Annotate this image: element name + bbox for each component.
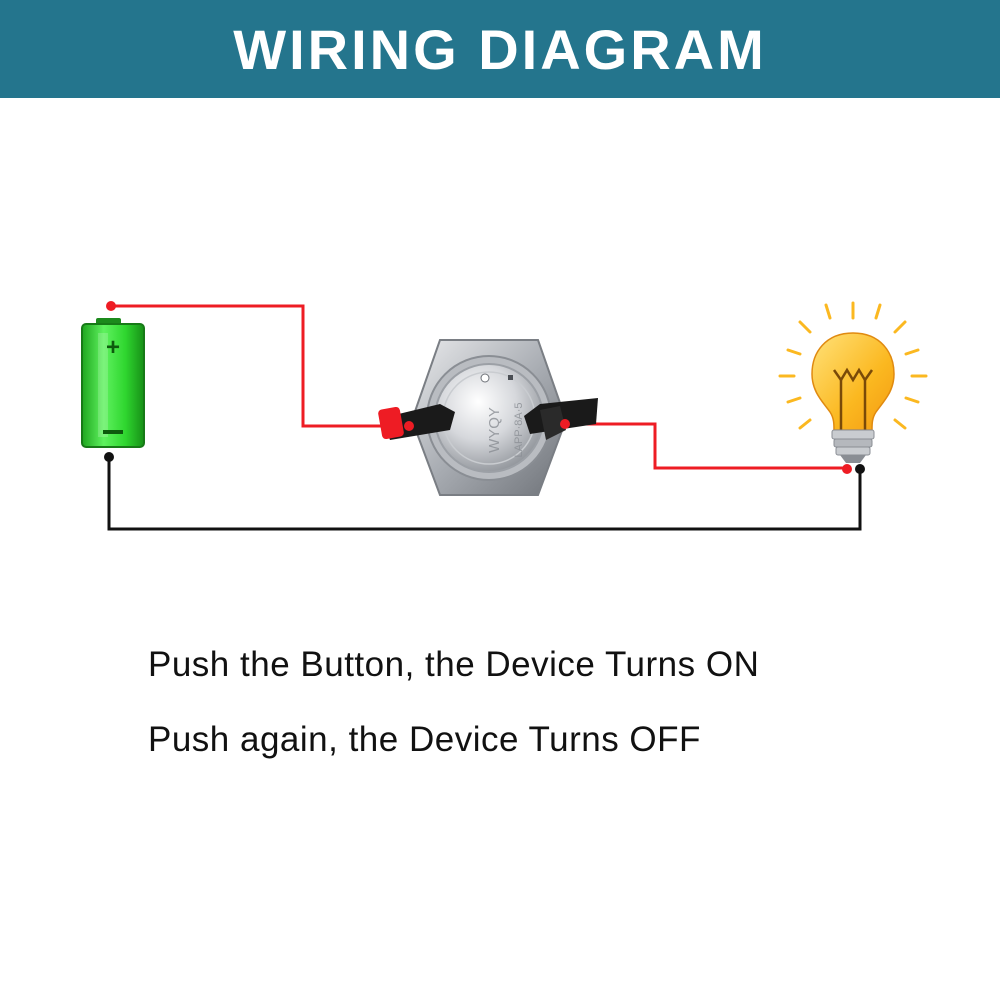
instruction-turn-on: Push the Button, the Device Turns ON bbox=[148, 645, 760, 684]
bulb-negative-terminal-dot bbox=[855, 464, 865, 474]
wiring-diagram: + WYQY LAPP·8A·5 bbox=[81, 301, 928, 531]
switch-face-subtext: LAPP·8A·5 bbox=[513, 402, 525, 457]
positive-wire-battery-to-switch bbox=[111, 304, 400, 428]
push-button-switch-icon: WYQY LAPP·8A·5 bbox=[378, 339, 598, 496]
instruction-turn-off: Push again, the Device Turns OFF bbox=[148, 720, 701, 759]
positive-wire-switch-to-bulb bbox=[565, 422, 848, 470]
battery-icon: + bbox=[81, 318, 145, 448]
bulb-positive-terminal-dot bbox=[842, 464, 852, 474]
page-title: WIRING DIAGRAM bbox=[233, 17, 767, 81]
light-bulb-icon bbox=[778, 301, 928, 463]
negative-wire bbox=[107, 456, 862, 531]
switch-left-terminal-dot bbox=[404, 421, 414, 431]
switch-face-text: WYQY bbox=[486, 407, 503, 453]
header-banner: WIRING DIAGRAM bbox=[0, 0, 1000, 98]
battery-minus-label bbox=[103, 430, 123, 434]
switch-right-terminal-dot bbox=[560, 419, 570, 429]
battery-plus-label: + bbox=[106, 334, 120, 361]
battery-positive-terminal-dot bbox=[106, 301, 116, 311]
battery-negative-terminal-dot bbox=[104, 452, 114, 462]
